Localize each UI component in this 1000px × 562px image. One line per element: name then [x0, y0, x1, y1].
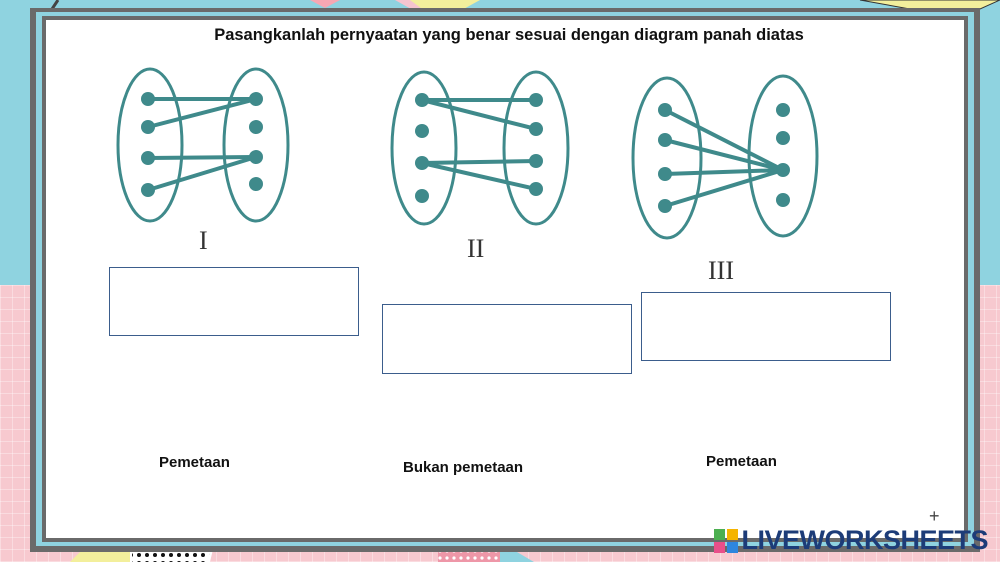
brand-text: LIVEWORKSHEETS: [741, 525, 988, 555]
arrow-diagram-iii: [631, 74, 819, 240]
plus-icon: +: [929, 506, 940, 526]
arrow-diagram-ii: [390, 70, 570, 226]
instruction-title: Pasangkanlah pernyaatan yang benar sesua…: [214, 26, 804, 44]
diagram-label-i: I: [199, 226, 208, 255]
option-bukan-pemetaan[interactable]: Bukan pemetaan: [403, 459, 524, 476]
arrow-diagram-i: [116, 67, 290, 223]
answer-box-ii[interactable]: [382, 304, 632, 374]
answer-box-i[interactable]: [109, 267, 359, 336]
diagram-label-iii: III: [708, 256, 734, 285]
liveworksheets-logo: LIVEWORKSHEETS: [713, 525, 988, 556]
diagram-label-ii: II: [467, 234, 485, 263]
option-pemetaan-1[interactable]: Pemetaan: [159, 454, 230, 471]
answer-box-iii[interactable]: [641, 292, 891, 361]
option-pemetaan-2[interactable]: Pemetaan: [706, 453, 777, 470]
liveworksheets-icon: [714, 528, 739, 553]
